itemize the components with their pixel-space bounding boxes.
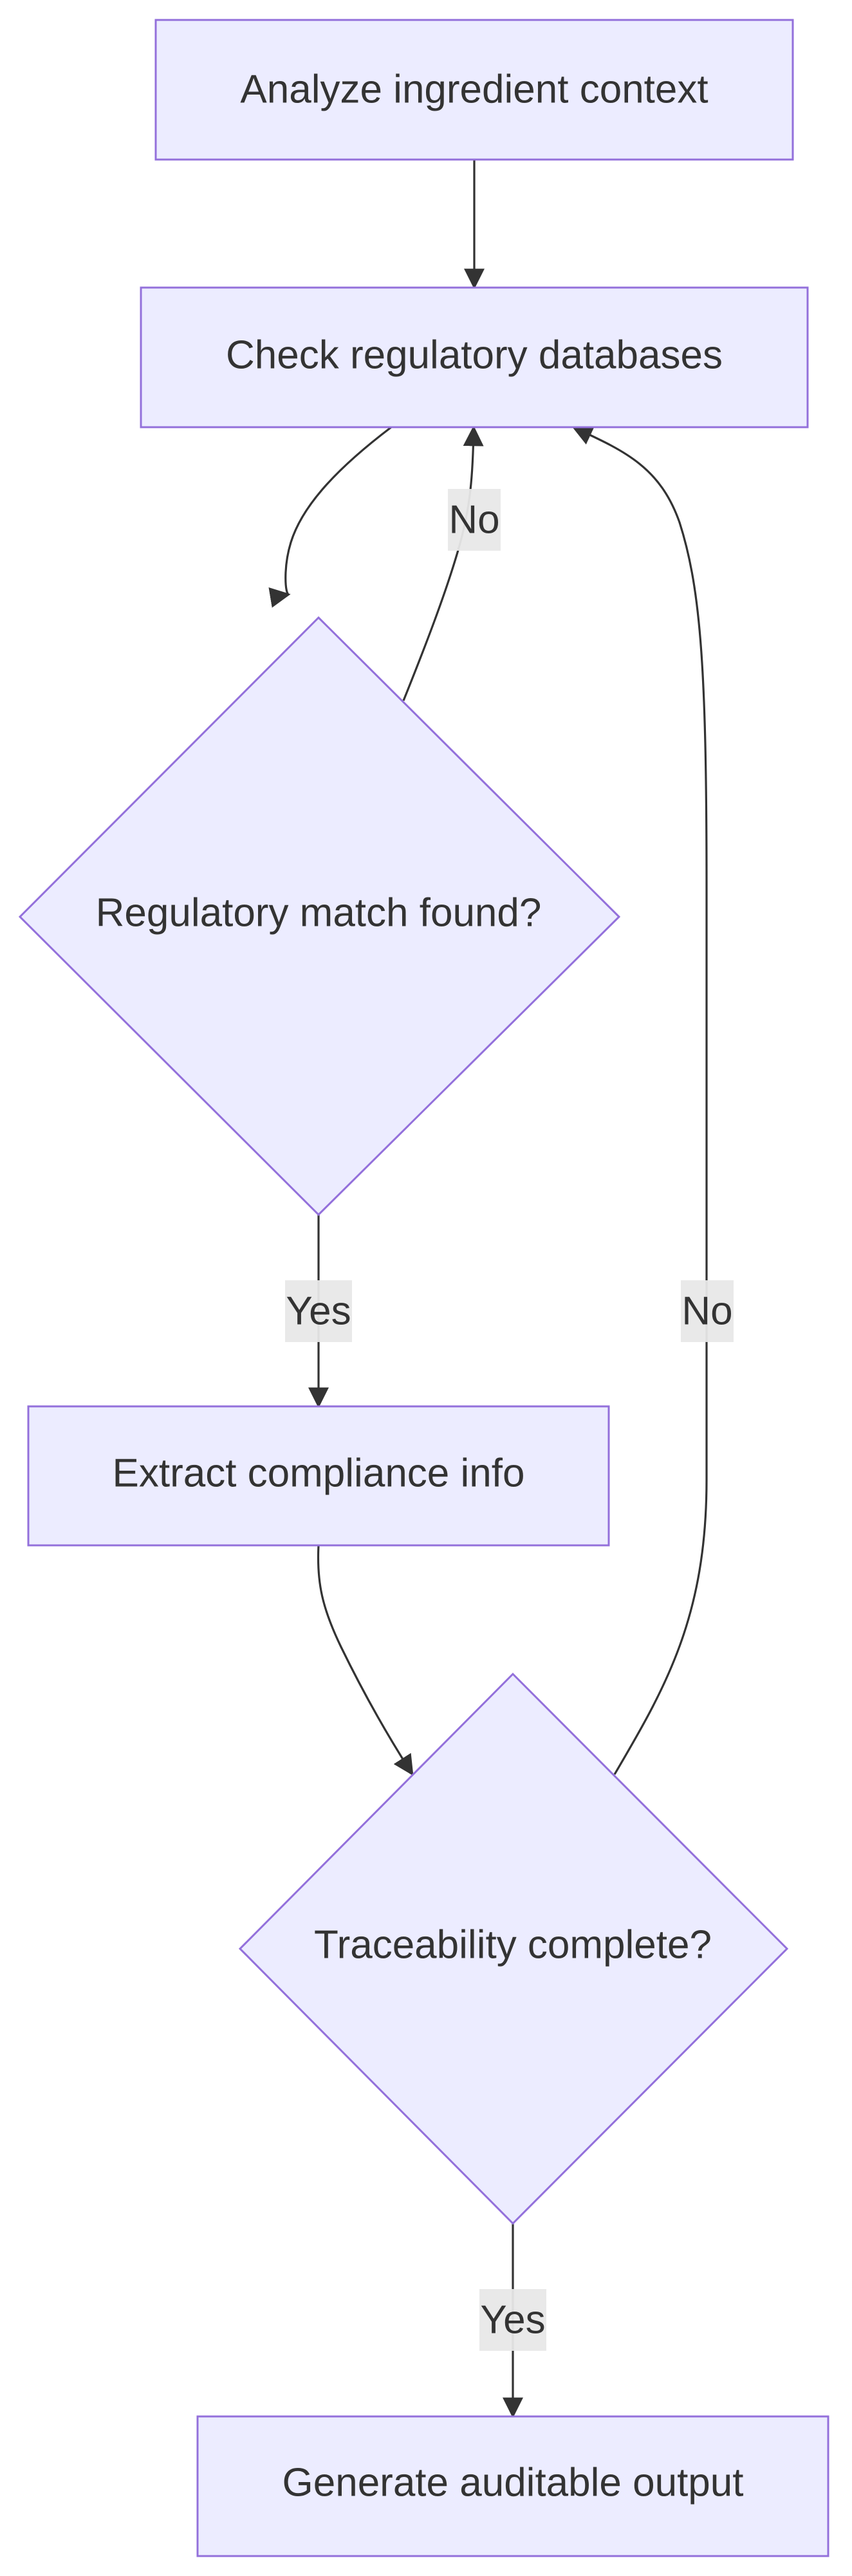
- node-label: Analyze ingredient context: [240, 68, 708, 112]
- node-extract-compliance-info: Extract compliance info: [27, 1405, 610, 1547]
- edge-label-trace-to-generate-yes: Yes: [479, 2289, 546, 2351]
- edge-label-background: [448, 489, 501, 551]
- node-label: Generate auditable output: [282, 2461, 744, 2505]
- node-diamond: [18, 616, 621, 1217]
- node-label: Check regulatory databases: [226, 333, 723, 378]
- edge-label-background: [681, 1280, 734, 1342]
- edge-label-match-to-check-no: No: [448, 489, 501, 551]
- node-label: Traceability complete?: [314, 1923, 712, 1967]
- node-regulatory-match-found: Regulatory match found?: [18, 616, 621, 1217]
- edge-label-text: Yes: [480, 2298, 545, 2342]
- node-label: Regulatory match found?: [96, 891, 542, 935]
- node-traceability-complete: Traceability complete?: [238, 1672, 789, 2225]
- edge-label-match-to-extract-yes: Yes: [285, 1280, 352, 1342]
- edge-label-trace-to-check-no: No: [681, 1280, 734, 1342]
- edge-label-background: [479, 2289, 546, 2351]
- edge-match-to-check-no: [402, 425, 484, 701]
- edge-extract-to-trace: [317, 1545, 414, 1776]
- edge-trace-to-check-no: [571, 425, 708, 1775]
- edge-check-to-match: [268, 426, 392, 608]
- node-box: [140, 286, 809, 428]
- node-diamond: [238, 1672, 789, 2225]
- edge-label-text: No: [449, 498, 499, 542]
- node-label: Extract compliance info: [113, 1451, 525, 1496]
- node-box: [154, 19, 794, 161]
- node-generate-auditable-output: Generate auditable output: [196, 2415, 829, 2557]
- node-analyze-ingredient-context: Analyze ingredient context: [154, 19, 794, 161]
- edge-label-text: Yes: [286, 1289, 351, 1334]
- node-check-regulatory-databases: Check regulatory databases: [140, 286, 809, 428]
- nodes-layer: Analyze ingredient context Check regulat…: [18, 19, 829, 2557]
- edge-label-text: No: [681, 1289, 732, 1334]
- node-box: [196, 2415, 829, 2557]
- edge-labels-layer: No Yes No Yes: [285, 489, 734, 2351]
- edge-label-background: [285, 1280, 352, 1342]
- node-box: [27, 1405, 610, 1547]
